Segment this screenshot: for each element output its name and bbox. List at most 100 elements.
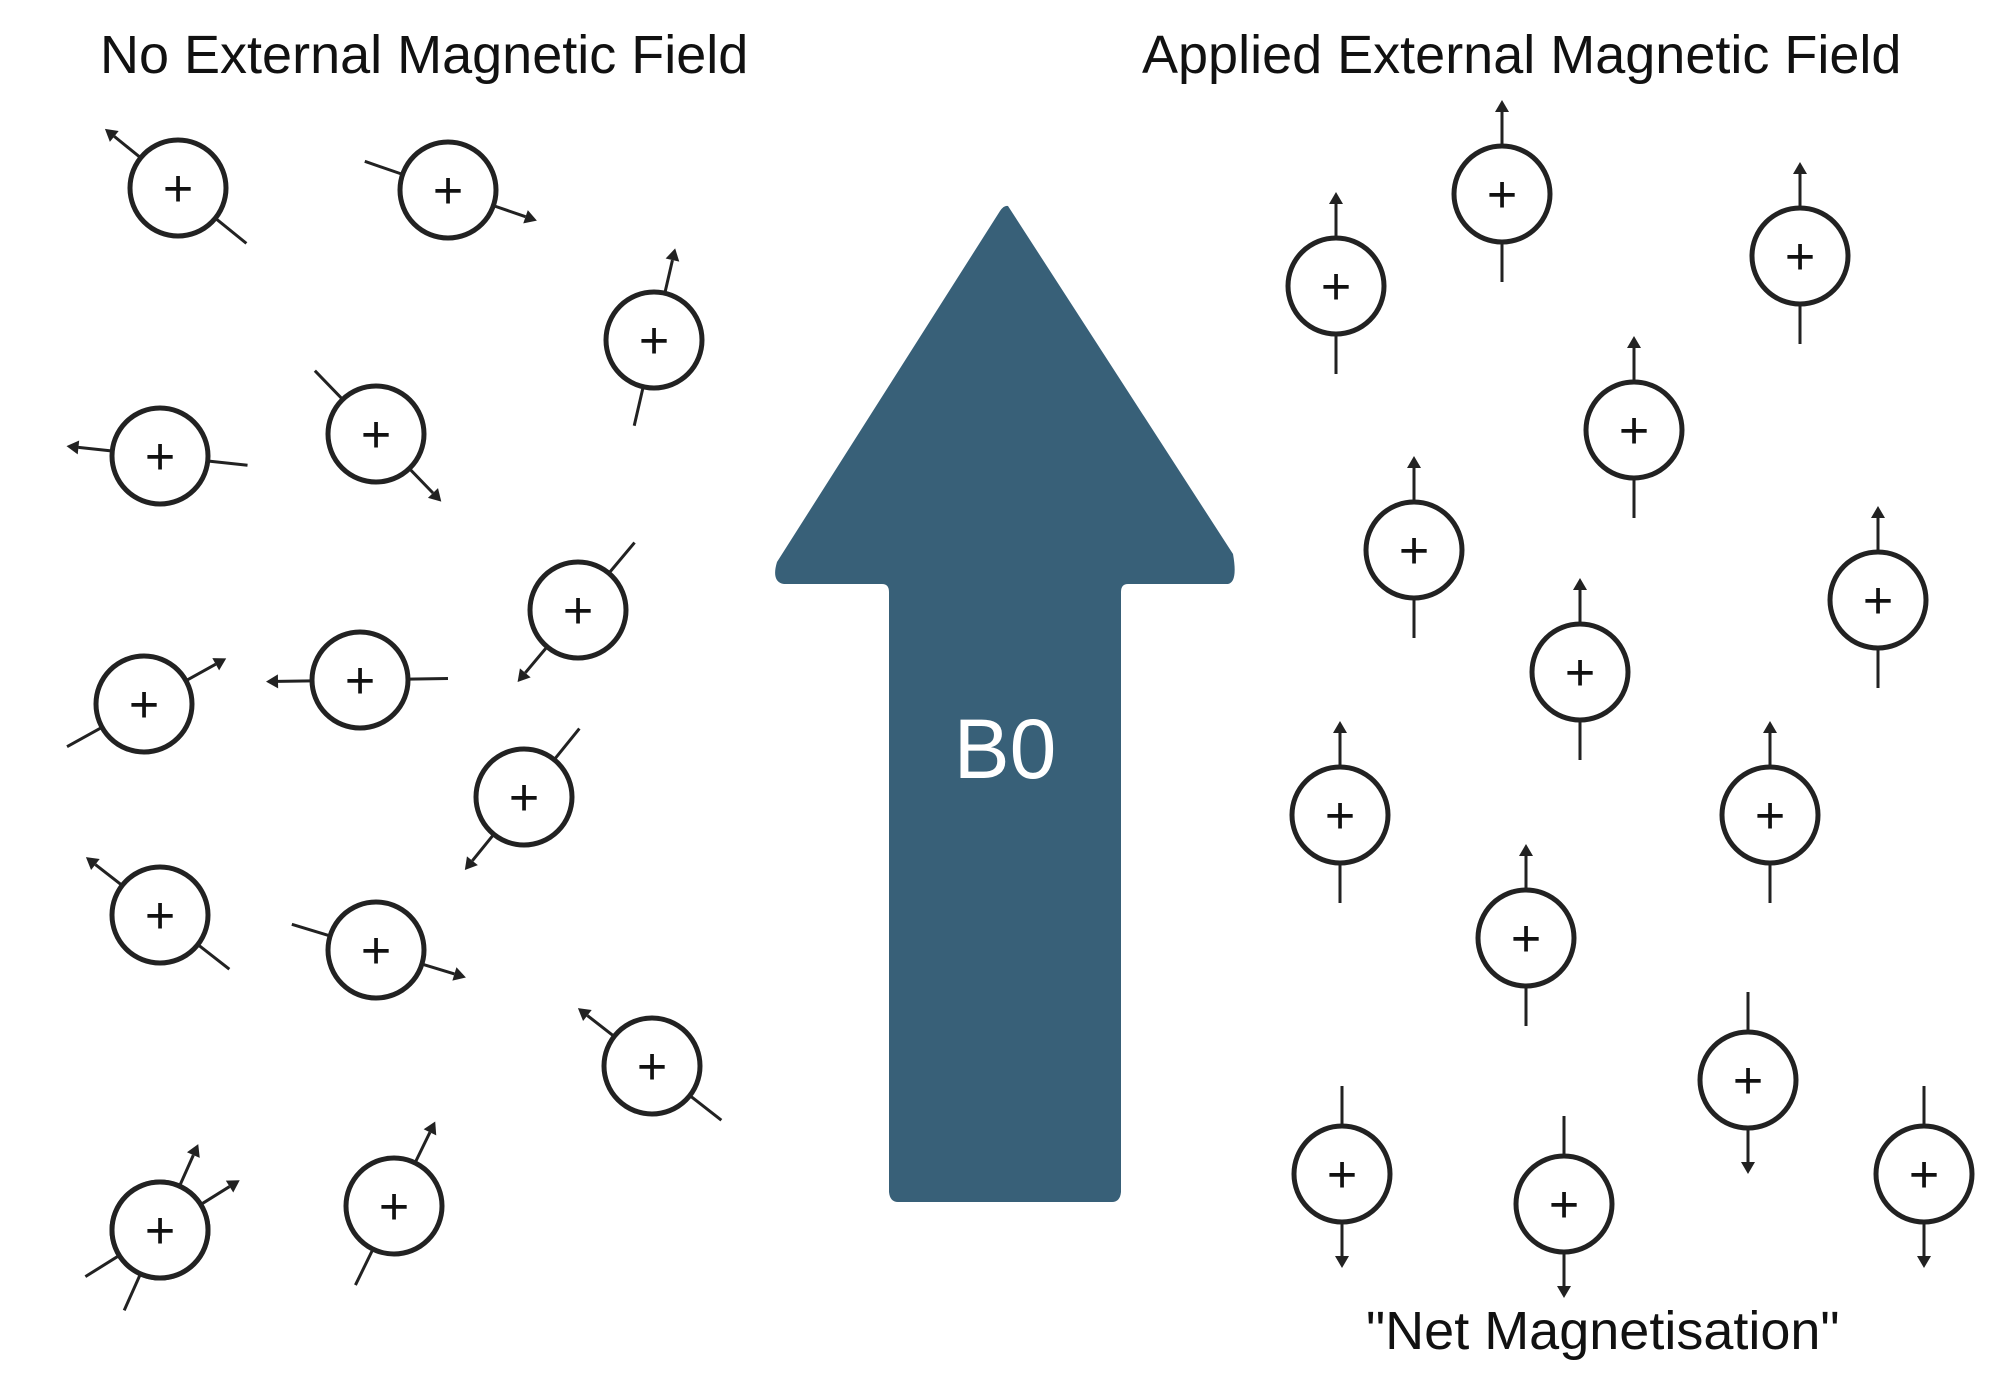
spin-arrow-head: [517, 668, 531, 683]
proton-plus-sign: +: [1511, 910, 1541, 968]
spin-arrow-head: [225, 1180, 240, 1193]
aligned-spin-down: +: [1873, 1086, 1975, 1268]
random-spin: +: [266, 629, 449, 731]
proton-circle: [1583, 379, 1685, 481]
proton-circle: [109, 1179, 211, 1281]
random-spin: +: [464, 727, 581, 871]
aligned-spin-up: +: [1719, 721, 1821, 903]
net-magnetisation-label: "Net Magnetisation": [1366, 1301, 1840, 1361]
spin-arrow-head: [1763, 721, 1777, 733]
proton-plus-sign: +: [1785, 228, 1815, 286]
spin-arrow-head: [423, 1121, 437, 1136]
random-spin: +: [364, 139, 537, 241]
spin-arrow-shaft: [199, 1185, 231, 1206]
proton-circle: [325, 383, 427, 485]
proton-plus-sign: +: [1755, 787, 1785, 845]
spin-arrow-shaft: [78, 445, 113, 453]
proton-circle: [1451, 143, 1553, 245]
spin-arrow-head: [452, 967, 466, 981]
spin-arrow-shaft: [663, 259, 674, 294]
spin-arrow-shaft: [524, 645, 549, 674]
proton-plus-sign: +: [1733, 1052, 1763, 1110]
proton-circle: [1475, 887, 1577, 989]
spin-arrow-head: [665, 248, 680, 262]
proton-plus-sign: +: [1565, 644, 1595, 702]
right-panel-title: Applied External Magnetic Field: [1142, 25, 1902, 85]
proton-plus-sign: +: [145, 428, 175, 486]
spin-arrow-head: [1573, 578, 1587, 590]
proton-plus-sign: +: [639, 312, 669, 370]
random-spin: +: [577, 1008, 723, 1122]
spin-tail: [354, 1248, 375, 1286]
spin-arrow-head: [1495, 100, 1509, 112]
proton-circle: [1697, 1029, 1799, 1131]
spin-arrow-head: [1557, 1286, 1571, 1298]
aligned-spin-up: +: [1285, 192, 1387, 374]
proton-circle: [109, 405, 211, 507]
proton-plus-sign: +: [379, 1178, 409, 1236]
proton-circle: [603, 289, 705, 391]
proton-plus-sign: +: [563, 582, 593, 640]
proton-plus-sign: +: [361, 406, 391, 464]
proton-circle: [343, 1155, 445, 1257]
spin-arrow-head: [1333, 721, 1347, 733]
proton-circle: [397, 139, 499, 241]
proton-circle: [1513, 1153, 1615, 1255]
aligned-spin-up: +: [1827, 506, 1929, 688]
proton-circle: [325, 899, 427, 1001]
random-spin: +: [66, 405, 248, 507]
proton-circle: [601, 1015, 703, 1117]
spin-arrow-head: [523, 210, 537, 224]
spin-tail: [66, 725, 103, 748]
spin-arrow-head: [1329, 192, 1343, 204]
spin-arrow-head: [104, 128, 119, 142]
aligned-spin-up: +: [1749, 162, 1851, 344]
left-panel-title: No External Magnetic Field: [100, 25, 749, 85]
proton-plus-sign: +: [129, 676, 159, 734]
spin-arrow-head: [1917, 1256, 1931, 1268]
spin-arrow-head: [1793, 162, 1807, 174]
proton-plus-sign: +: [1619, 402, 1649, 460]
spin-arrow-head: [1871, 506, 1885, 518]
spin-tail: [207, 459, 248, 467]
aligned-spin-up: +: [1529, 578, 1631, 760]
proton-plus-sign: +: [1863, 572, 1893, 630]
spin-arrow-shaft: [113, 135, 142, 159]
proton-plus-sign: +: [1487, 166, 1517, 224]
aligned-spin-up: +: [1363, 456, 1465, 638]
spin-arrow-head: [1519, 844, 1533, 856]
random-spin: +: [343, 1121, 445, 1286]
proton-circle: [1291, 1123, 1393, 1225]
spin-arrow-head: [1335, 1256, 1349, 1268]
random-spin: +: [291, 899, 466, 1001]
aligned-spin-up: +: [1289, 721, 1391, 903]
spin-arrow-head: [266, 674, 279, 689]
spin-tail: [632, 386, 645, 427]
proton-circle: [1529, 621, 1631, 723]
aligned-spins-group: + + + + + + + + + + + + + +: [1285, 100, 1975, 1298]
aligned-spin-up: +: [1583, 336, 1685, 518]
spin-arrow-shaft: [413, 1131, 432, 1164]
proton-circle: [1285, 235, 1387, 337]
proton-circle: [109, 864, 211, 966]
spin-tail: [196, 943, 231, 971]
spin-arrow-head: [212, 658, 227, 671]
spin-arrow-head: [427, 488, 442, 502]
proton-circle: [1719, 764, 1821, 866]
proton-plus-sign: +: [1327, 1146, 1357, 1204]
b0-field-label: B0: [954, 702, 1057, 796]
spin-tail: [553, 727, 581, 761]
aligned-spin-up: +: [1475, 844, 1577, 1026]
proton-circle: [127, 137, 229, 239]
spin-tail: [688, 1094, 723, 1122]
aligned-spin-down: +: [1697, 992, 1799, 1174]
proton-plus-sign: +: [1399, 522, 1429, 580]
aligned-spin-down: +: [1513, 1116, 1615, 1298]
spin-arrow-head: [1627, 336, 1641, 348]
proton-plus-sign: +: [433, 162, 463, 220]
random-spin: +: [104, 128, 248, 245]
spin-arrow-shaft: [471, 833, 495, 862]
spin-arrow-shaft: [586, 1014, 616, 1038]
proton-plus-sign: +: [145, 887, 175, 945]
proton-circle: [1749, 205, 1851, 307]
